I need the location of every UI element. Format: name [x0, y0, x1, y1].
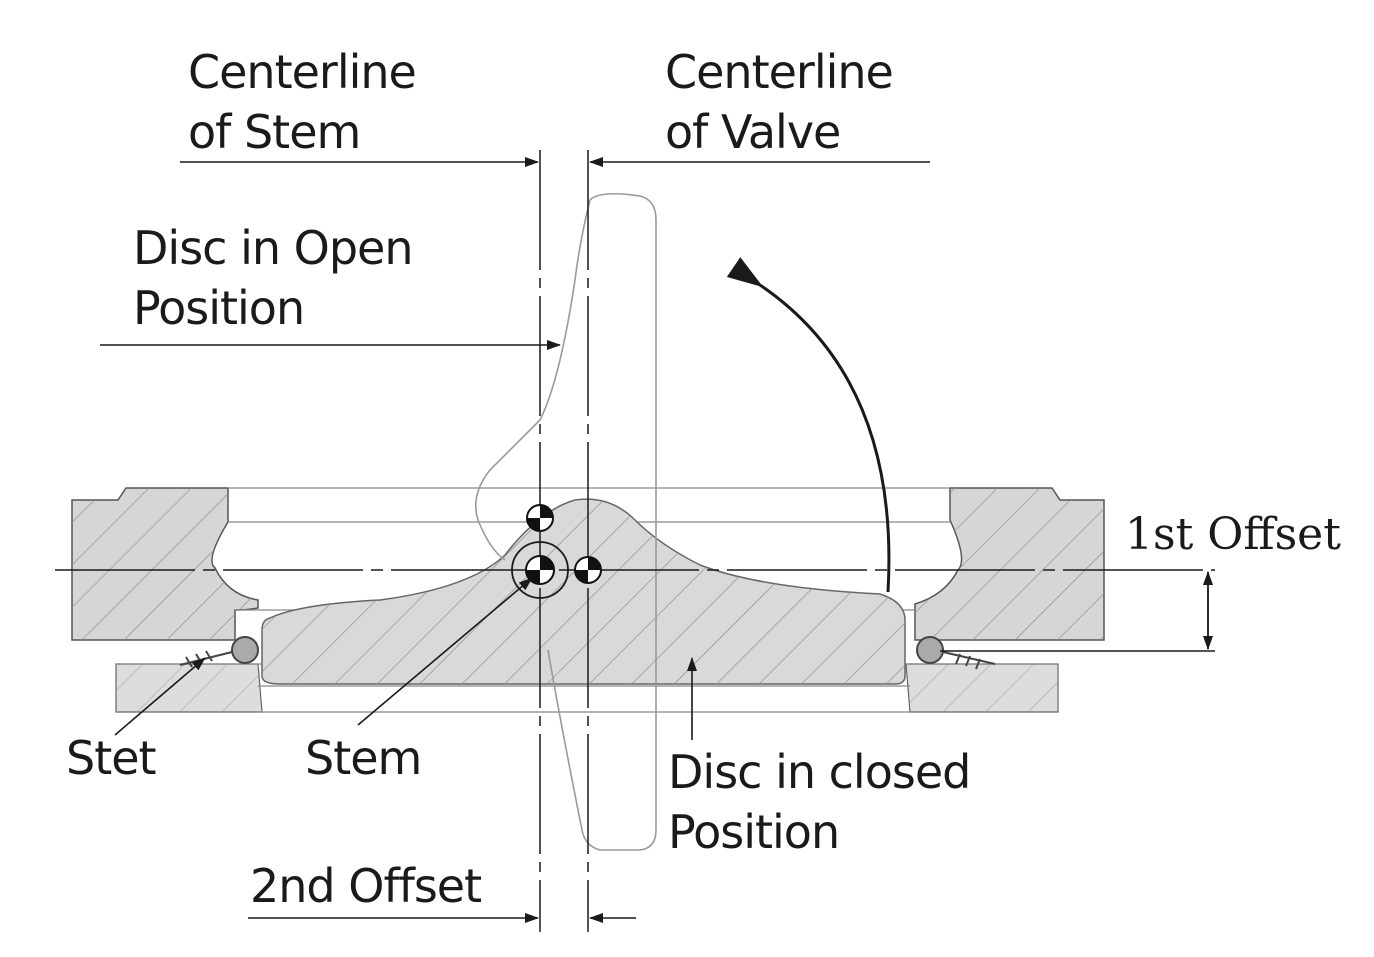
disc-open-line1: Disc in Open [133, 221, 413, 275]
right-valve-body [905, 487, 1105, 713]
centerline-valve-line1: Centerline [665, 45, 894, 99]
stet-label: Stet [66, 731, 157, 785]
leader-lines [100, 157, 1215, 923]
seat-left [179, 636, 259, 668]
disc-closed [261, 498, 906, 685]
centerline-stem-label: Centerline of Stem [188, 42, 417, 162]
second-offset-label: 2nd Offset [250, 859, 482, 913]
centerline-valve-label: Centerline of Valve [665, 42, 894, 162]
disc-open [474, 192, 657, 851]
center-mark-stem [525, 555, 555, 585]
disc-closed-line1: Disc in closed [668, 745, 971, 799]
centerlines [55, 150, 1215, 932]
centerline-stem-line1: Centerline [188, 45, 417, 99]
disc-closed-line2: Position [668, 805, 840, 859]
disc-closed-label: Disc in closed Position [668, 742, 971, 862]
stem-label: Stem [305, 731, 422, 785]
disc-open-label: Disc in Open Position [133, 218, 413, 338]
first-offset-label: 1st Offset [1125, 509, 1341, 560]
center-mark-valve [574, 556, 602, 584]
seat-right [916, 636, 996, 670]
center-mark-upper [526, 504, 554, 532]
disc-open-line2: Position [133, 281, 305, 335]
left-valve-body [71, 487, 263, 713]
centerline-valve-line2: of Valve [665, 105, 841, 159]
stem [511, 541, 569, 599]
centerline-stem-line2: of Stem [188, 105, 361, 159]
rotation-arrow [726, 257, 891, 593]
